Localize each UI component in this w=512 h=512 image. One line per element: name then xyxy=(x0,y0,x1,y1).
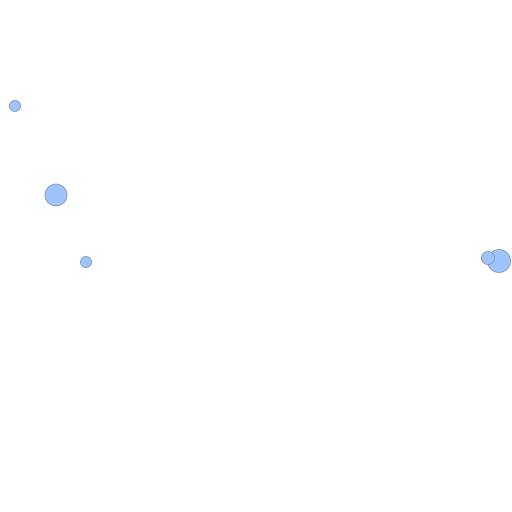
dot-3[interactable] xyxy=(80,256,92,268)
dot-1[interactable] xyxy=(9,100,21,112)
dot-2[interactable] xyxy=(44,183,68,207)
dot-5[interactable] xyxy=(481,251,495,265)
